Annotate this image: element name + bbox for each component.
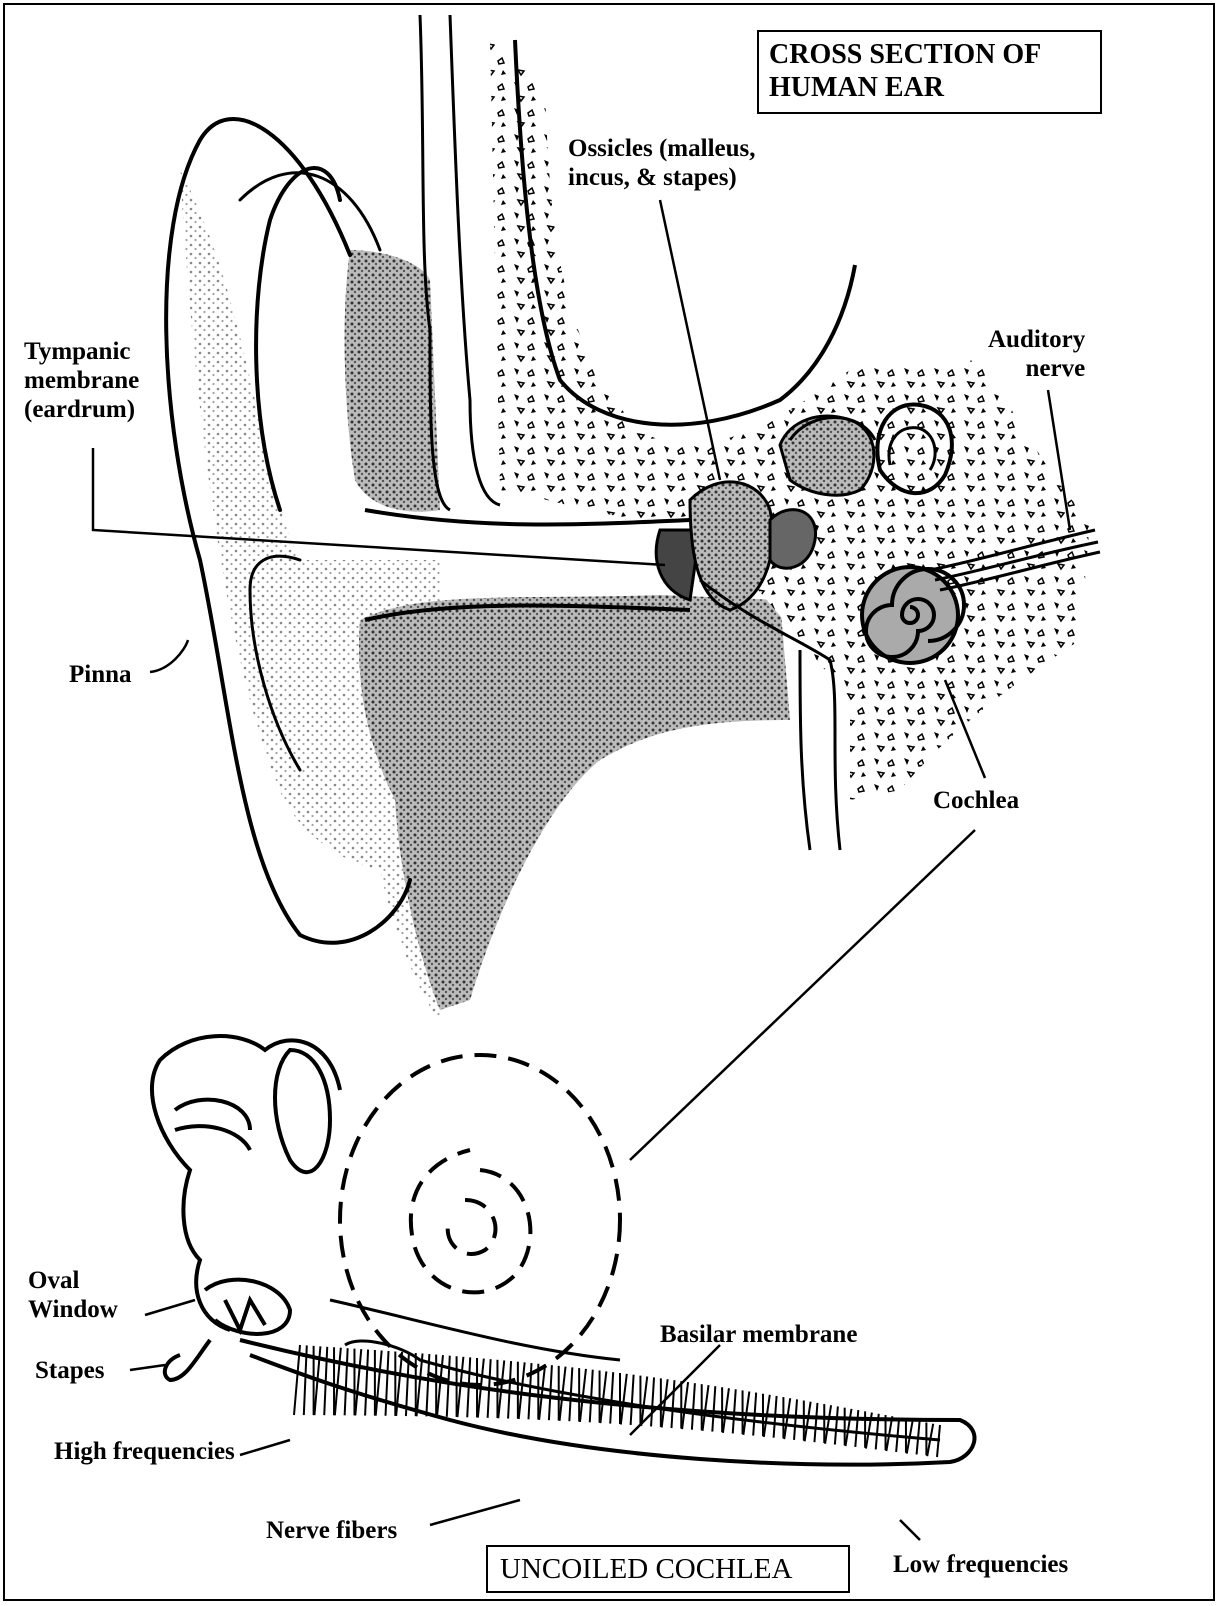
title-box: CROSS SECTION OF HUMAN EAR xyxy=(757,30,1102,114)
nerve-fiber-stroke xyxy=(376,1351,382,1416)
label-stapes: Stapes xyxy=(35,1356,104,1385)
nerve-fiber-stroke xyxy=(805,1402,811,1442)
label-oval-window: Oval Window xyxy=(28,1266,118,1324)
nerve-fiber-stroke xyxy=(386,1351,389,1416)
nerve-fiber-stroke xyxy=(631,1375,634,1425)
nerve-fiber-stroke xyxy=(814,1403,817,1442)
nerve-fiber-stroke xyxy=(590,1370,593,1423)
nerve-fiber-stroke xyxy=(703,1385,709,1431)
nerve-fiber-stroke xyxy=(682,1382,688,1429)
nerve-fiber-stroke xyxy=(845,1409,851,1446)
nerve-fiber-stroke xyxy=(345,1348,348,1415)
nerve-fiber-stroke xyxy=(733,1389,736,1433)
nerve-fiber-stroke xyxy=(549,1365,552,1420)
label-tympanic-membrane: Tympanic membrane (eardrum) xyxy=(24,337,139,424)
label-cochlea: Cochlea xyxy=(933,786,1019,815)
nerve-fiber-stroke xyxy=(621,1374,627,1425)
nerve-fiber-stroke xyxy=(335,1348,341,1416)
nerve-fiber-stroke xyxy=(508,1361,511,1418)
label-pinna: Pinna xyxy=(69,660,132,689)
nerve-fiber-stroke xyxy=(896,1418,899,1452)
subtitle-box: UNCOILED COCHLEA xyxy=(486,1545,850,1593)
nerve-fiber-stroke xyxy=(712,1386,715,1431)
label-nerve-fibers: Nerve fibers xyxy=(266,1516,397,1545)
nerve-fiber-stroke xyxy=(365,1350,368,1416)
nerve-fiber-stroke xyxy=(355,1349,361,1415)
nerve-fiber-stroke xyxy=(519,1362,525,1419)
vestibule-drawing xyxy=(152,1036,340,1380)
nerve-fiber-stroke xyxy=(794,1399,797,1439)
nerve-fiber-stroke xyxy=(610,1372,613,1423)
label-ossicles: Ossicles (malleus, incus, & stapes) xyxy=(568,134,756,192)
nerve-fiber-stroke xyxy=(671,1380,674,1428)
nerve-fiber-stroke xyxy=(835,1406,838,1444)
nerve-fiber-stroke xyxy=(723,1388,729,1433)
nerve-fiber-stroke xyxy=(528,1363,531,1419)
nerve-fiber-stroke xyxy=(600,1371,606,1423)
nerve-fiber-stroke xyxy=(447,1356,450,1417)
nerve-fiber-stroke xyxy=(855,1410,858,1447)
label-low-frequencies: Low frequencies xyxy=(893,1550,1068,1579)
nerve-fiber-stroke xyxy=(692,1383,695,1430)
nerve-fiber-stroke xyxy=(886,1416,892,1451)
label-high-frequencies: High frequencies xyxy=(54,1437,235,1466)
nerve-fiber-stroke xyxy=(825,1405,831,1443)
nerve-fiber-stroke xyxy=(539,1364,545,1419)
head-tissue xyxy=(180,170,790,1020)
nerve-fiber-stroke xyxy=(784,1398,790,1439)
nerve-fiber-stroke xyxy=(417,1354,423,1417)
label-auditory-nerve: Auditory nerve xyxy=(988,325,1085,383)
label-basilar-membrane: Basilar membrane xyxy=(660,1320,857,1349)
nerve-fiber-stroke xyxy=(651,1377,654,1426)
